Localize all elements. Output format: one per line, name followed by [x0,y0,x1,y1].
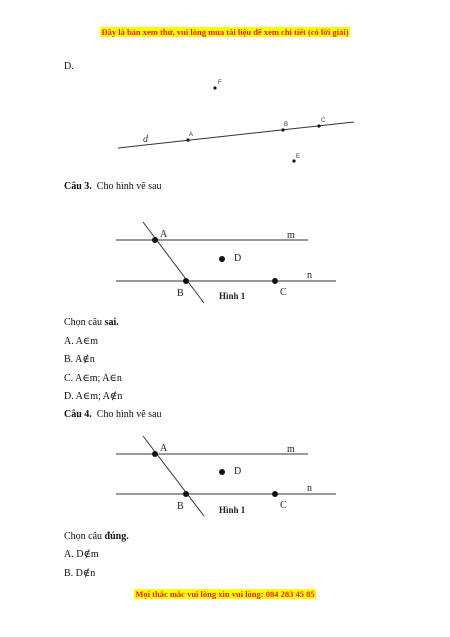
label-d: D [234,466,241,477]
label-a: A [160,229,168,240]
q3-prompt: Cho hình vẽ sau [96,181,162,192]
q3-figure: A B C D m n Hình 1 [116,221,336,304]
q3-option-c[interactable]: C. A∈m; A∈n [64,373,122,384]
label-a: A [189,132,193,138]
transversal [142,435,205,517]
label-b: B [177,288,184,299]
q3-option-d[interactable]: D. A∈m; A∉n [64,391,123,402]
figure-line-d: d F A B C E [117,80,355,163]
q4-figure: A B C D m n Hình 1 [116,435,336,517]
point-a [152,237,158,243]
point-d [219,256,225,262]
point-a [152,451,158,457]
figure-caption: Hình 1 [219,291,246,301]
label-n: n [307,483,312,494]
label-m: m [287,230,295,241]
label-c: C [280,500,287,511]
label-e: E [296,154,300,160]
label-f: F [218,80,222,86]
point-e [292,159,296,163]
point-c [317,124,321,128]
line-d [117,121,355,149]
q3-option-b[interactable]: B. A∉n [64,354,95,365]
label-a: A [160,443,168,454]
q3-number: Câu 3. [64,181,92,192]
point-a [186,138,190,142]
label-n: n [307,270,312,281]
label-c: C [280,287,287,298]
q4-heading: Câu 4. Cho hình vẽ sau [64,409,162,420]
q3-option-a[interactable]: A. A∈m [64,336,99,347]
label-b: B [284,122,288,128]
footer-notice: Mọi thắc mắc vui lòng xin vui lòng: 084 … [134,589,316,599]
q4-option-b[interactable]: B. D∉n [64,568,96,579]
label-m: m [287,444,295,455]
q4-number: Câu 4. [64,409,92,420]
q3-keyword: sai. [104,317,119,328]
q4-option-a[interactable]: A. D∉m [64,549,99,560]
q4-prompt: Cho hình vẽ sau [96,409,162,420]
q3-instruction: Chọn câu sai. [64,317,119,328]
point-d [219,469,225,475]
transversal [142,221,205,304]
point-c [272,491,278,497]
option-d-label: D. [64,61,74,72]
q4-instruction: Chọn câu đúng. [64,531,129,542]
header-notice: Đây là bản xem thử, vui lòng mua tài liệ… [100,27,350,37]
point-b [281,128,285,132]
label-b: B [177,501,184,512]
point-b [183,491,189,497]
point-b [183,278,189,284]
point-c [272,278,278,284]
q3-heading: Câu 3. Cho hình vẽ sau [64,181,162,192]
line-d-label: d [143,134,149,145]
label-d: D [234,253,241,264]
q4-keyword: đúng. [104,531,129,542]
point-f [213,86,217,90]
label-c: C [321,118,326,124]
figure-caption: Hình 1 [219,505,246,515]
